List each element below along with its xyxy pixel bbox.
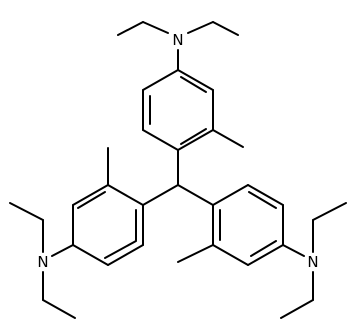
n-top-ethyl-right-1-bond (187, 21, 214, 34)
n-top-ethyl-right-2-bond (212, 21, 239, 36)
top-ring-inner-3-bond (180, 76, 207, 93)
left-ring-inner-2-bond (104, 240, 137, 259)
central-left-bond (142, 184, 179, 206)
n-right-ethyl-up-2-bond (312, 202, 347, 221)
central-right-bond (177, 184, 214, 206)
top-methyl-bond (212, 129, 244, 148)
n-top-atom: N (170, 31, 186, 49)
n-right-ethyl-down-2-bond (280, 299, 314, 319)
n-left-atom: N (35, 253, 51, 271)
right-ring-1-bond (212, 184, 249, 206)
right-ring-4-bond (247, 244, 284, 266)
top-ring-3-bond (142, 129, 179, 151)
left-ring-1-bond (107, 184, 144, 206)
left-ring-4-bond (72, 244, 109, 266)
right-ring-5-bond (212, 244, 249, 266)
n-right-ring-bond-bond (282, 244, 305, 257)
left-ring-2-bond (72, 184, 109, 206)
left-ring-inner-1-bond (77, 191, 106, 209)
n-left-label: N (37, 253, 48, 271)
n-right-atom: N (305, 253, 321, 271)
n-top-ethyl-left-2-bond (117, 21, 144, 36)
top-ring-4-bond (177, 129, 214, 151)
left-ring-5-bond (107, 244, 144, 266)
right-ring-inner-2-bond (248, 191, 277, 209)
top-ring-1-bond (142, 69, 179, 91)
top-ring-6-bond (177, 69, 214, 91)
right-ring-2-bond (247, 184, 284, 206)
top-ring-inner-2-bond (180, 128, 207, 145)
atom-label-group: N N N (35, 31, 321, 271)
n-left-ethyl-up-2-bond (9, 202, 44, 221)
right-ring-inner-3-bond (250, 240, 277, 257)
right-methyl-bond (177, 244, 214, 263)
bond-group (9, 21, 347, 319)
n-left-ethyl-down-2-bond (42, 299, 76, 319)
n-left-ring-bond-bond (51, 244, 74, 257)
n-top-label: N (172, 31, 183, 49)
n-top-ethyl-left-1-bond (142, 21, 169, 34)
n-right-label: N (307, 253, 318, 271)
